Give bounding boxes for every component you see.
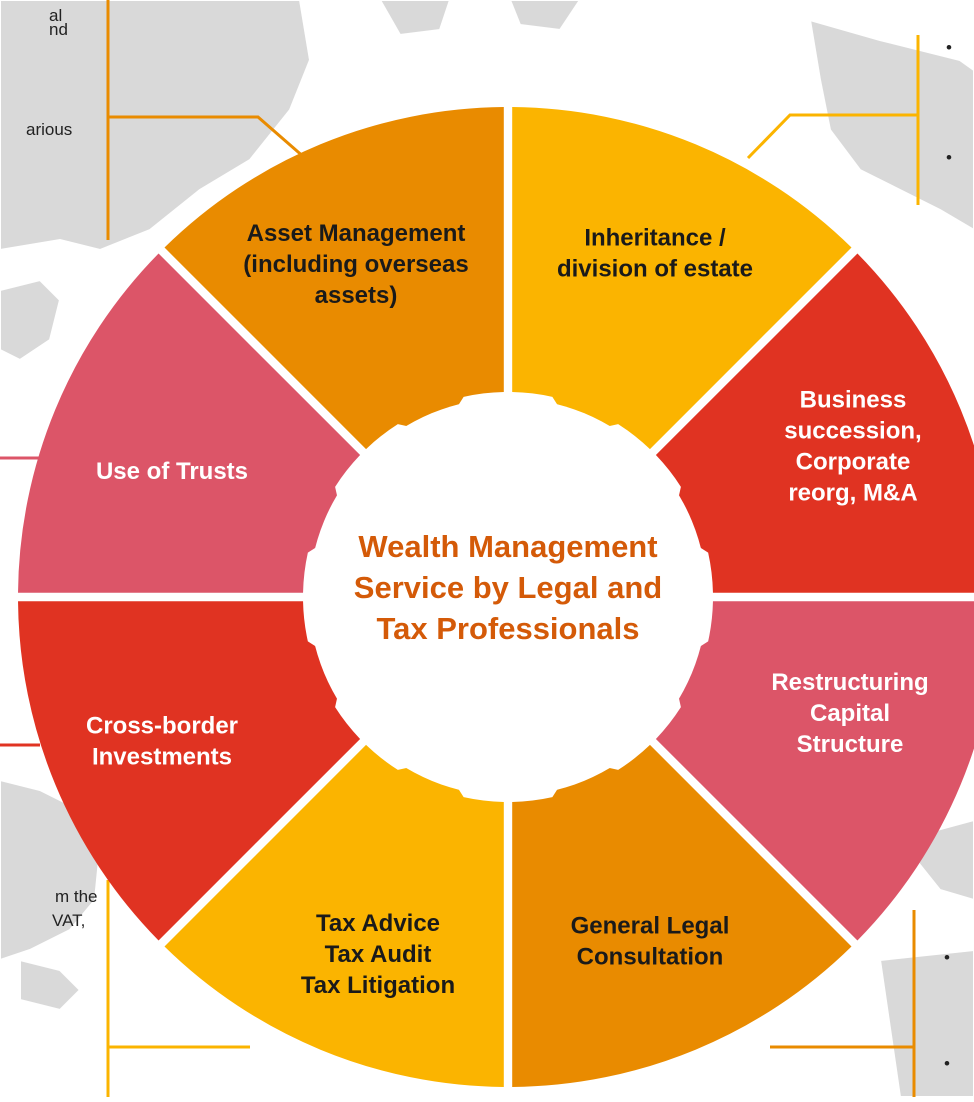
map-landmass-1	[0, 0, 312, 252]
segment-label-inheritance: Inheritance /division of estate	[557, 225, 753, 283]
segment-general-legal	[512, 744, 852, 1087]
map-landmass-7	[19, 958, 82, 1012]
fragment-top-left-1: al	[49, 6, 63, 25]
connector-lines	[0, 0, 920, 1097]
bullet-top-right-1: •	[946, 38, 952, 57]
map-landmass-4	[508, 0, 582, 32]
segment-asset-management	[164, 107, 504, 450]
bullet-top-right-2: •	[946, 148, 952, 167]
segment-business-succession	[655, 253, 974, 593]
segment-inheritance	[512, 107, 852, 450]
map-landmass-9	[878, 948, 974, 1098]
map-landmass-3	[378, 0, 452, 37]
bullet-bottom-right-2: •	[944, 1054, 950, 1073]
segment-trusts	[18, 253, 361, 593]
fragment-top-left-2: nd	[49, 20, 68, 39]
bullet-bottom-right-1: •	[944, 948, 950, 967]
connector-asset-branch	[108, 115, 306, 160]
fragment-top-left-3: arious	[26, 120, 73, 139]
segment-restructuring	[655, 601, 974, 941]
segment-label-trusts: Use of Trusts	[96, 458, 248, 485]
segment-tax	[164, 744, 504, 1087]
map-landmass-2	[0, 278, 62, 362]
map-landmass-5	[808, 18, 974, 232]
segment-cross-border	[18, 601, 361, 941]
center-circle	[309, 398, 707, 796]
connector-inheritance-branch	[746, 113, 918, 160]
fragment-bottom-left-1: m the	[55, 887, 98, 906]
fragment-bottom-left-2: VAT,	[52, 911, 86, 930]
